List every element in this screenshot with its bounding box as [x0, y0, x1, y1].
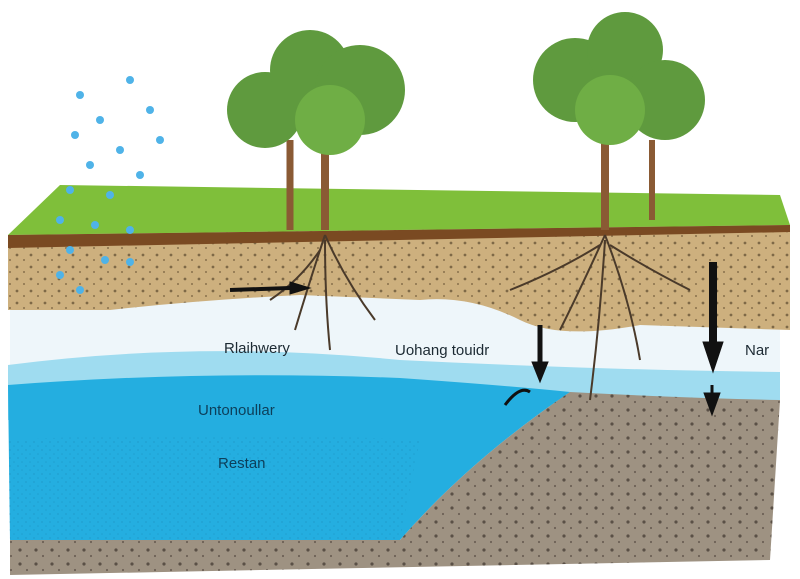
label-upper-middle: Uohang touidr — [395, 342, 490, 359]
tree-right — [509, 140, 691, 401]
flow-arrows — [229, 262, 724, 417]
label-water-upper: Untonoullar — [198, 402, 275, 419]
tree-left-foliage — [227, 30, 405, 155]
label-upper-left: Rlaihwery — [224, 340, 290, 357]
tree-left — [269, 130, 376, 351]
label-water-lower: Restan — [218, 455, 266, 472]
rain-drops — [56, 76, 164, 294]
grass-surface — [8, 185, 790, 235]
label-upper-right: Nar — [745, 342, 770, 359]
tree-right-foliage — [533, 12, 705, 145]
